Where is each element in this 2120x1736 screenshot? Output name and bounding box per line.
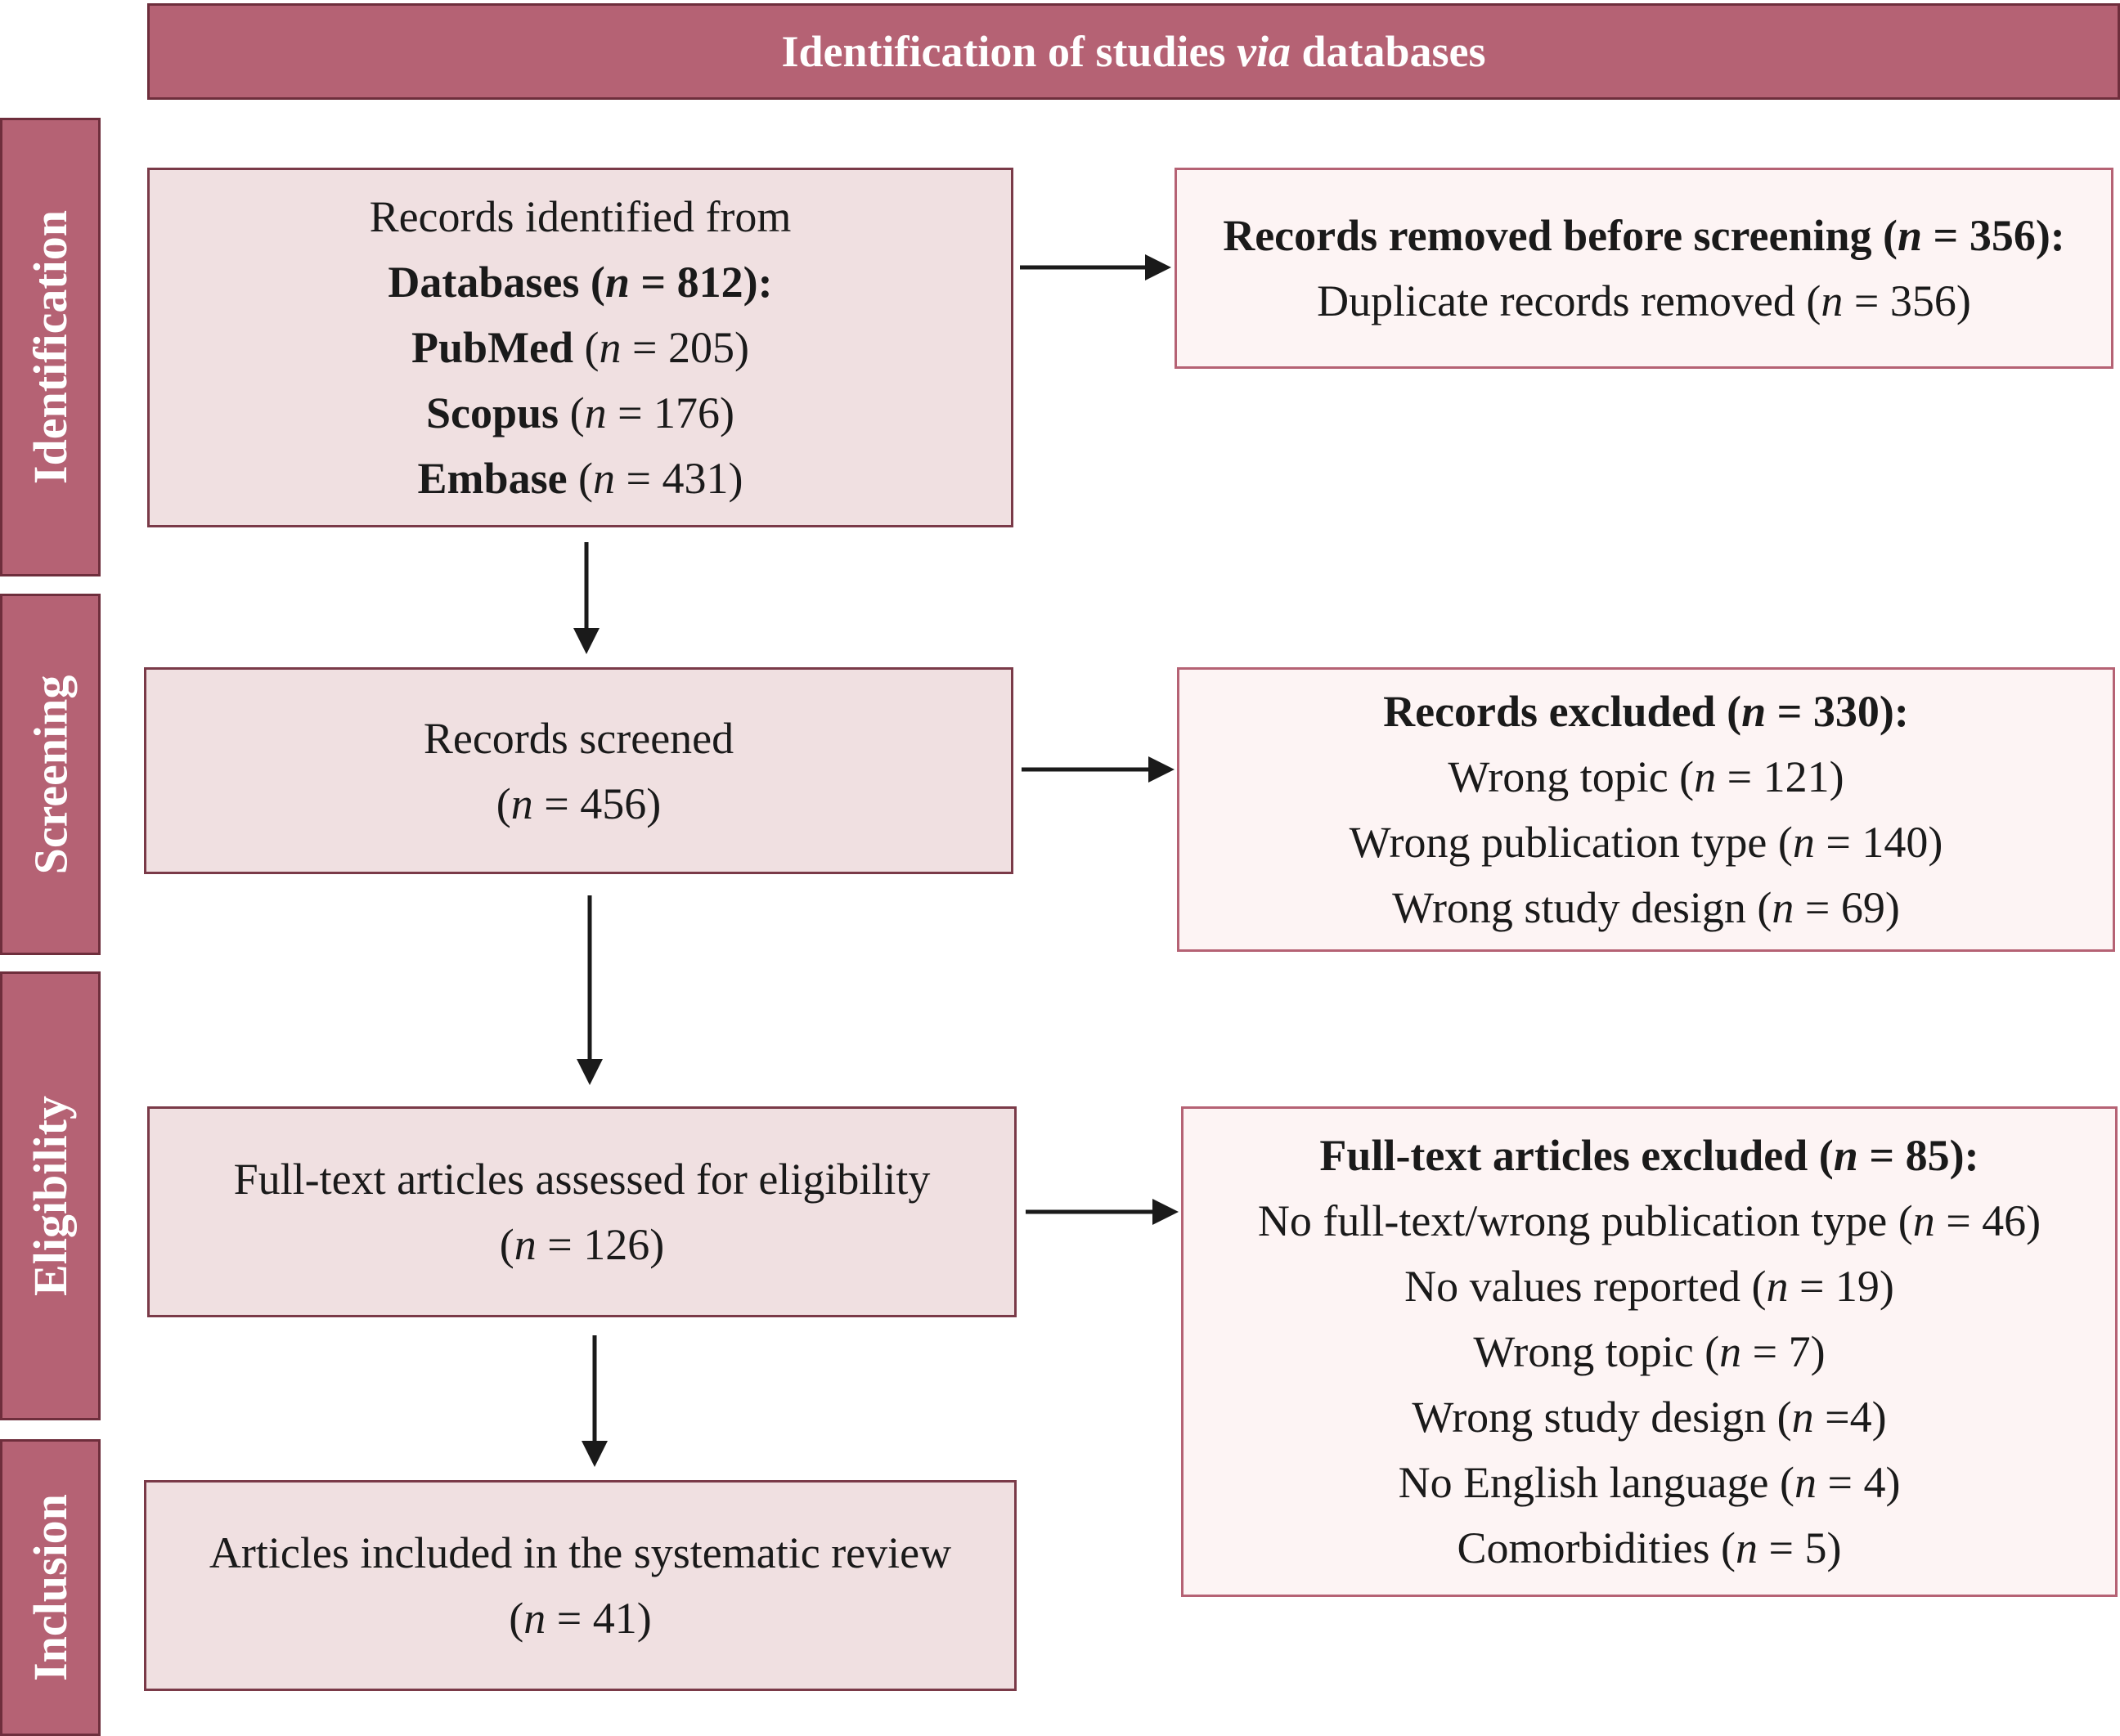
records-removed-title: Records removed before screening (n = 35… xyxy=(1223,211,2065,260)
arrow-fulltext-to-excluded-head xyxy=(1152,1199,1179,1225)
arrow-identified-to-screened-head xyxy=(573,628,600,654)
arrow-identified-to-removed-head xyxy=(1145,254,1171,280)
fulltext-excluded-box: Full-text articles excluded (n = 85): No… xyxy=(1181,1106,2118,1597)
included-label: Articles included in the systematic revi… xyxy=(209,1528,952,1577)
arrow-fulltext-to-included-head xyxy=(582,1441,608,1467)
included-count: (n = 41) xyxy=(509,1594,652,1643)
records-identified-box: Records identified from Databases (n = 8… xyxy=(147,168,1013,527)
stage-identification: Identification xyxy=(0,118,101,576)
source-embase-line: Embase (n = 431) xyxy=(417,454,743,503)
stage-inclusion-label: Inclusion xyxy=(24,1494,78,1681)
stage-identification-label: Identification xyxy=(24,209,77,485)
fulltext-assessed-box: Full-text articles assessed for eligibil… xyxy=(147,1106,1017,1317)
fulltext-assessed-count: (n = 126) xyxy=(499,1220,665,1269)
included-box: Articles included in the systematic revi… xyxy=(144,1480,1017,1691)
stage-screening-label: Screening xyxy=(24,675,77,874)
stage-eligibility: Eligibility xyxy=(0,971,101,1420)
records-screened-label: Records screened xyxy=(423,713,734,763)
fulltext-exclusion-reason: No values reported (n = 19) xyxy=(1404,1262,1894,1311)
records-excluded-title: Records excluded (n = 330): xyxy=(1383,687,1909,736)
fulltext-exclusion-reason: No full-text/wrong publication type (n =… xyxy=(1257,1196,2041,1245)
stage-inclusion: Inclusion xyxy=(0,1439,101,1736)
duplicates-removed-line: Duplicate records removed (n = 356) xyxy=(1317,276,1971,325)
records-identified-line: Records identified from xyxy=(369,192,792,241)
records-removed-box: Records removed before screening (n = 35… xyxy=(1175,168,2113,369)
records-excluded-box: Records excluded (n = 330): Wrong topic … xyxy=(1177,667,2115,952)
fulltext-exclusion-reason: Wrong study design (n =4) xyxy=(1412,1393,1887,1442)
records-screened-count: (n = 456) xyxy=(496,778,662,828)
exclusion-reason: Wrong publication type (n = 140) xyxy=(1349,818,1943,867)
fulltext-exclusion-reason: No English language (n = 4) xyxy=(1398,1458,1901,1507)
flow-header: Identification of studies via databases xyxy=(147,3,2120,100)
records-screened-box: Records screened (n = 456) xyxy=(144,667,1013,874)
stage-eligibility-label: Eligibility xyxy=(24,1096,78,1296)
exclusion-reason: Wrong topic (n = 121) xyxy=(1448,752,1844,801)
stage-screening: Screening xyxy=(0,594,101,955)
header-text: Identification of studies via databases xyxy=(781,27,1486,76)
source-scopus-line: Scopus (n = 176) xyxy=(425,388,734,437)
arrow-screened-to-excluded-head xyxy=(1148,756,1175,783)
fulltext-assessed-label: Full-text articles assessed for eligibil… xyxy=(233,1155,931,1204)
arrow-screened-to-fulltext-head xyxy=(577,1059,603,1085)
fulltext-exclusion-reason: Comorbidities (n = 5) xyxy=(1457,1523,1842,1572)
fulltext-excluded-title: Full-text articles excluded (n = 85): xyxy=(1319,1131,1979,1180)
fulltext-exclusion-reason: Wrong topic (n = 7) xyxy=(1473,1327,1826,1376)
exclusion-reason: Wrong study design (n = 69) xyxy=(1392,883,1900,932)
databases-total-line: Databases (n = 812): xyxy=(388,258,773,307)
source-pubmed-line: PubMed (n = 205) xyxy=(411,323,749,372)
